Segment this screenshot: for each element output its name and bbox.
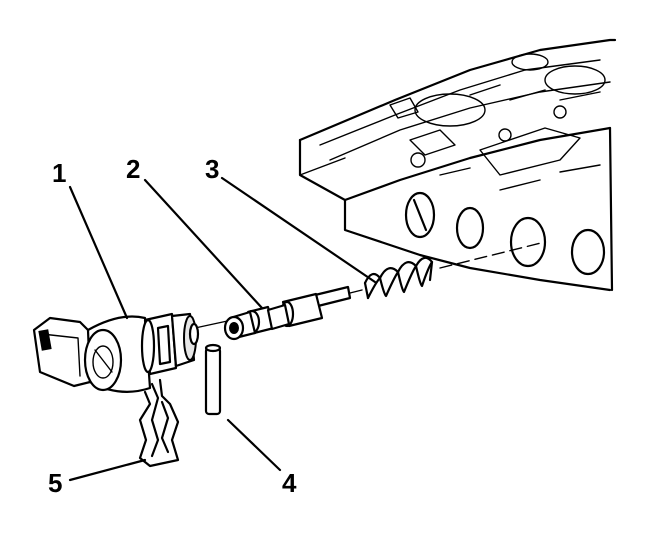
callout-4: 4	[282, 468, 297, 498]
leader-line-4	[226, 418, 282, 472]
solenoid	[32, 312, 200, 393]
callout-3: 3	[205, 154, 219, 184]
valve-body	[298, 38, 617, 292]
assembly-axis-line	[439, 241, 546, 269]
callout-5: 5	[48, 468, 62, 498]
leader-line-2	[143, 178, 264, 310]
callout-2: 2	[126, 154, 140, 184]
pin	[204, 343, 222, 416]
valve	[223, 285, 352, 341]
spring	[363, 256, 434, 300]
leader-line-5	[68, 458, 147, 482]
assembly-axis-line-mid	[349, 289, 363, 294]
leader-line-1	[68, 185, 129, 320]
leader-line-3	[220, 176, 377, 284]
callout-1: 1	[52, 158, 66, 188]
retainer-clip	[138, 378, 180, 468]
